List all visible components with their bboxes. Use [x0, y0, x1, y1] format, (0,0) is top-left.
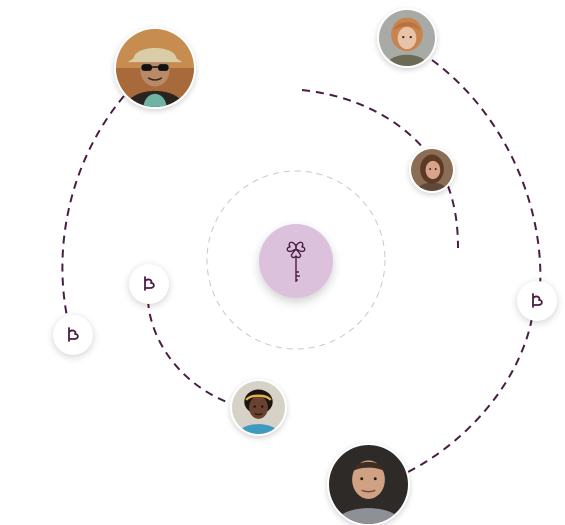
person-headband-portrait	[232, 381, 285, 434]
person-bucket-hat-portrait	[116, 29, 194, 107]
badge-mid-left	[129, 264, 169, 304]
heart-tag-icon	[68, 327, 79, 342]
avatar-headband	[230, 379, 287, 436]
arc-right	[407, 59, 542, 473]
avatar-long-brown-hair	[409, 147, 455, 193]
badge-right	[517, 281, 557, 321]
avatar-short-hair-man	[327, 443, 410, 525]
inner-ring	[206, 170, 386, 350]
person-curly-red-hair-portrait	[379, 10, 435, 66]
key-clover-icon	[286, 241, 306, 282]
arc-top-right	[301, 89, 459, 249]
badge-left	[53, 315, 93, 355]
center-hub	[259, 224, 333, 298]
avatar-curly-red-hair	[377, 8, 437, 68]
avatar-bucket-hat	[114, 27, 196, 109]
person-short-hair-man-portrait	[329, 445, 408, 524]
heart-tag-icon	[144, 276, 155, 291]
heart-tag-icon	[532, 293, 543, 308]
arc-left	[61, 95, 125, 331]
arc-lower-left	[147, 299, 233, 405]
person-long-brown-hair-portrait	[411, 149, 453, 191]
